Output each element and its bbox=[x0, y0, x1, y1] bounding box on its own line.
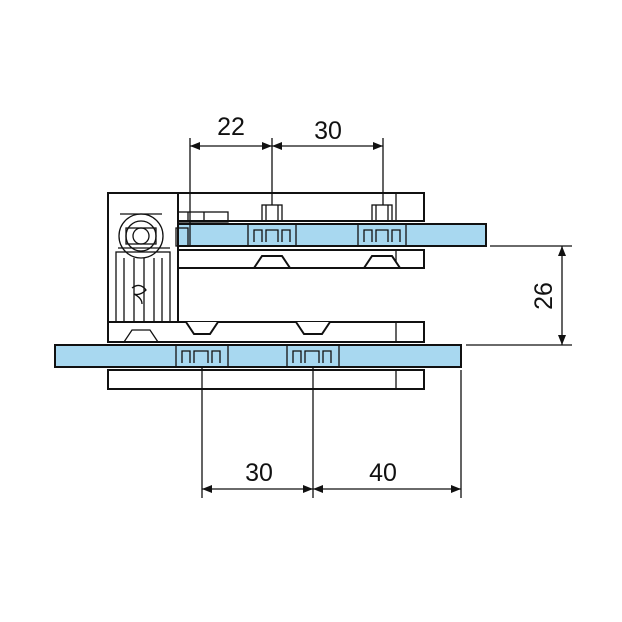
hinge-block bbox=[107, 192, 179, 342]
dim-bottom-left: 30 bbox=[245, 459, 273, 487]
dim-right-vertical: 26 bbox=[530, 282, 558, 310]
upper-bolt-2 bbox=[357, 204, 407, 269]
lower-clamp bbox=[54, 321, 462, 390]
dim-top-right: 30 bbox=[314, 117, 342, 145]
dim-top-left: 22 bbox=[217, 113, 245, 141]
upper-bolt-1 bbox=[247, 204, 297, 269]
upper-glass-panel bbox=[171, 223, 487, 247]
lower-bottom-plate bbox=[107, 369, 425, 390]
dim-bottom-right: 40 bbox=[369, 459, 397, 487]
upper-clamp bbox=[107, 192, 487, 342]
lower-bolt-1 bbox=[175, 321, 229, 368]
lower-glass-panel bbox=[54, 344, 462, 368]
lower-top-plate bbox=[107, 321, 425, 343]
